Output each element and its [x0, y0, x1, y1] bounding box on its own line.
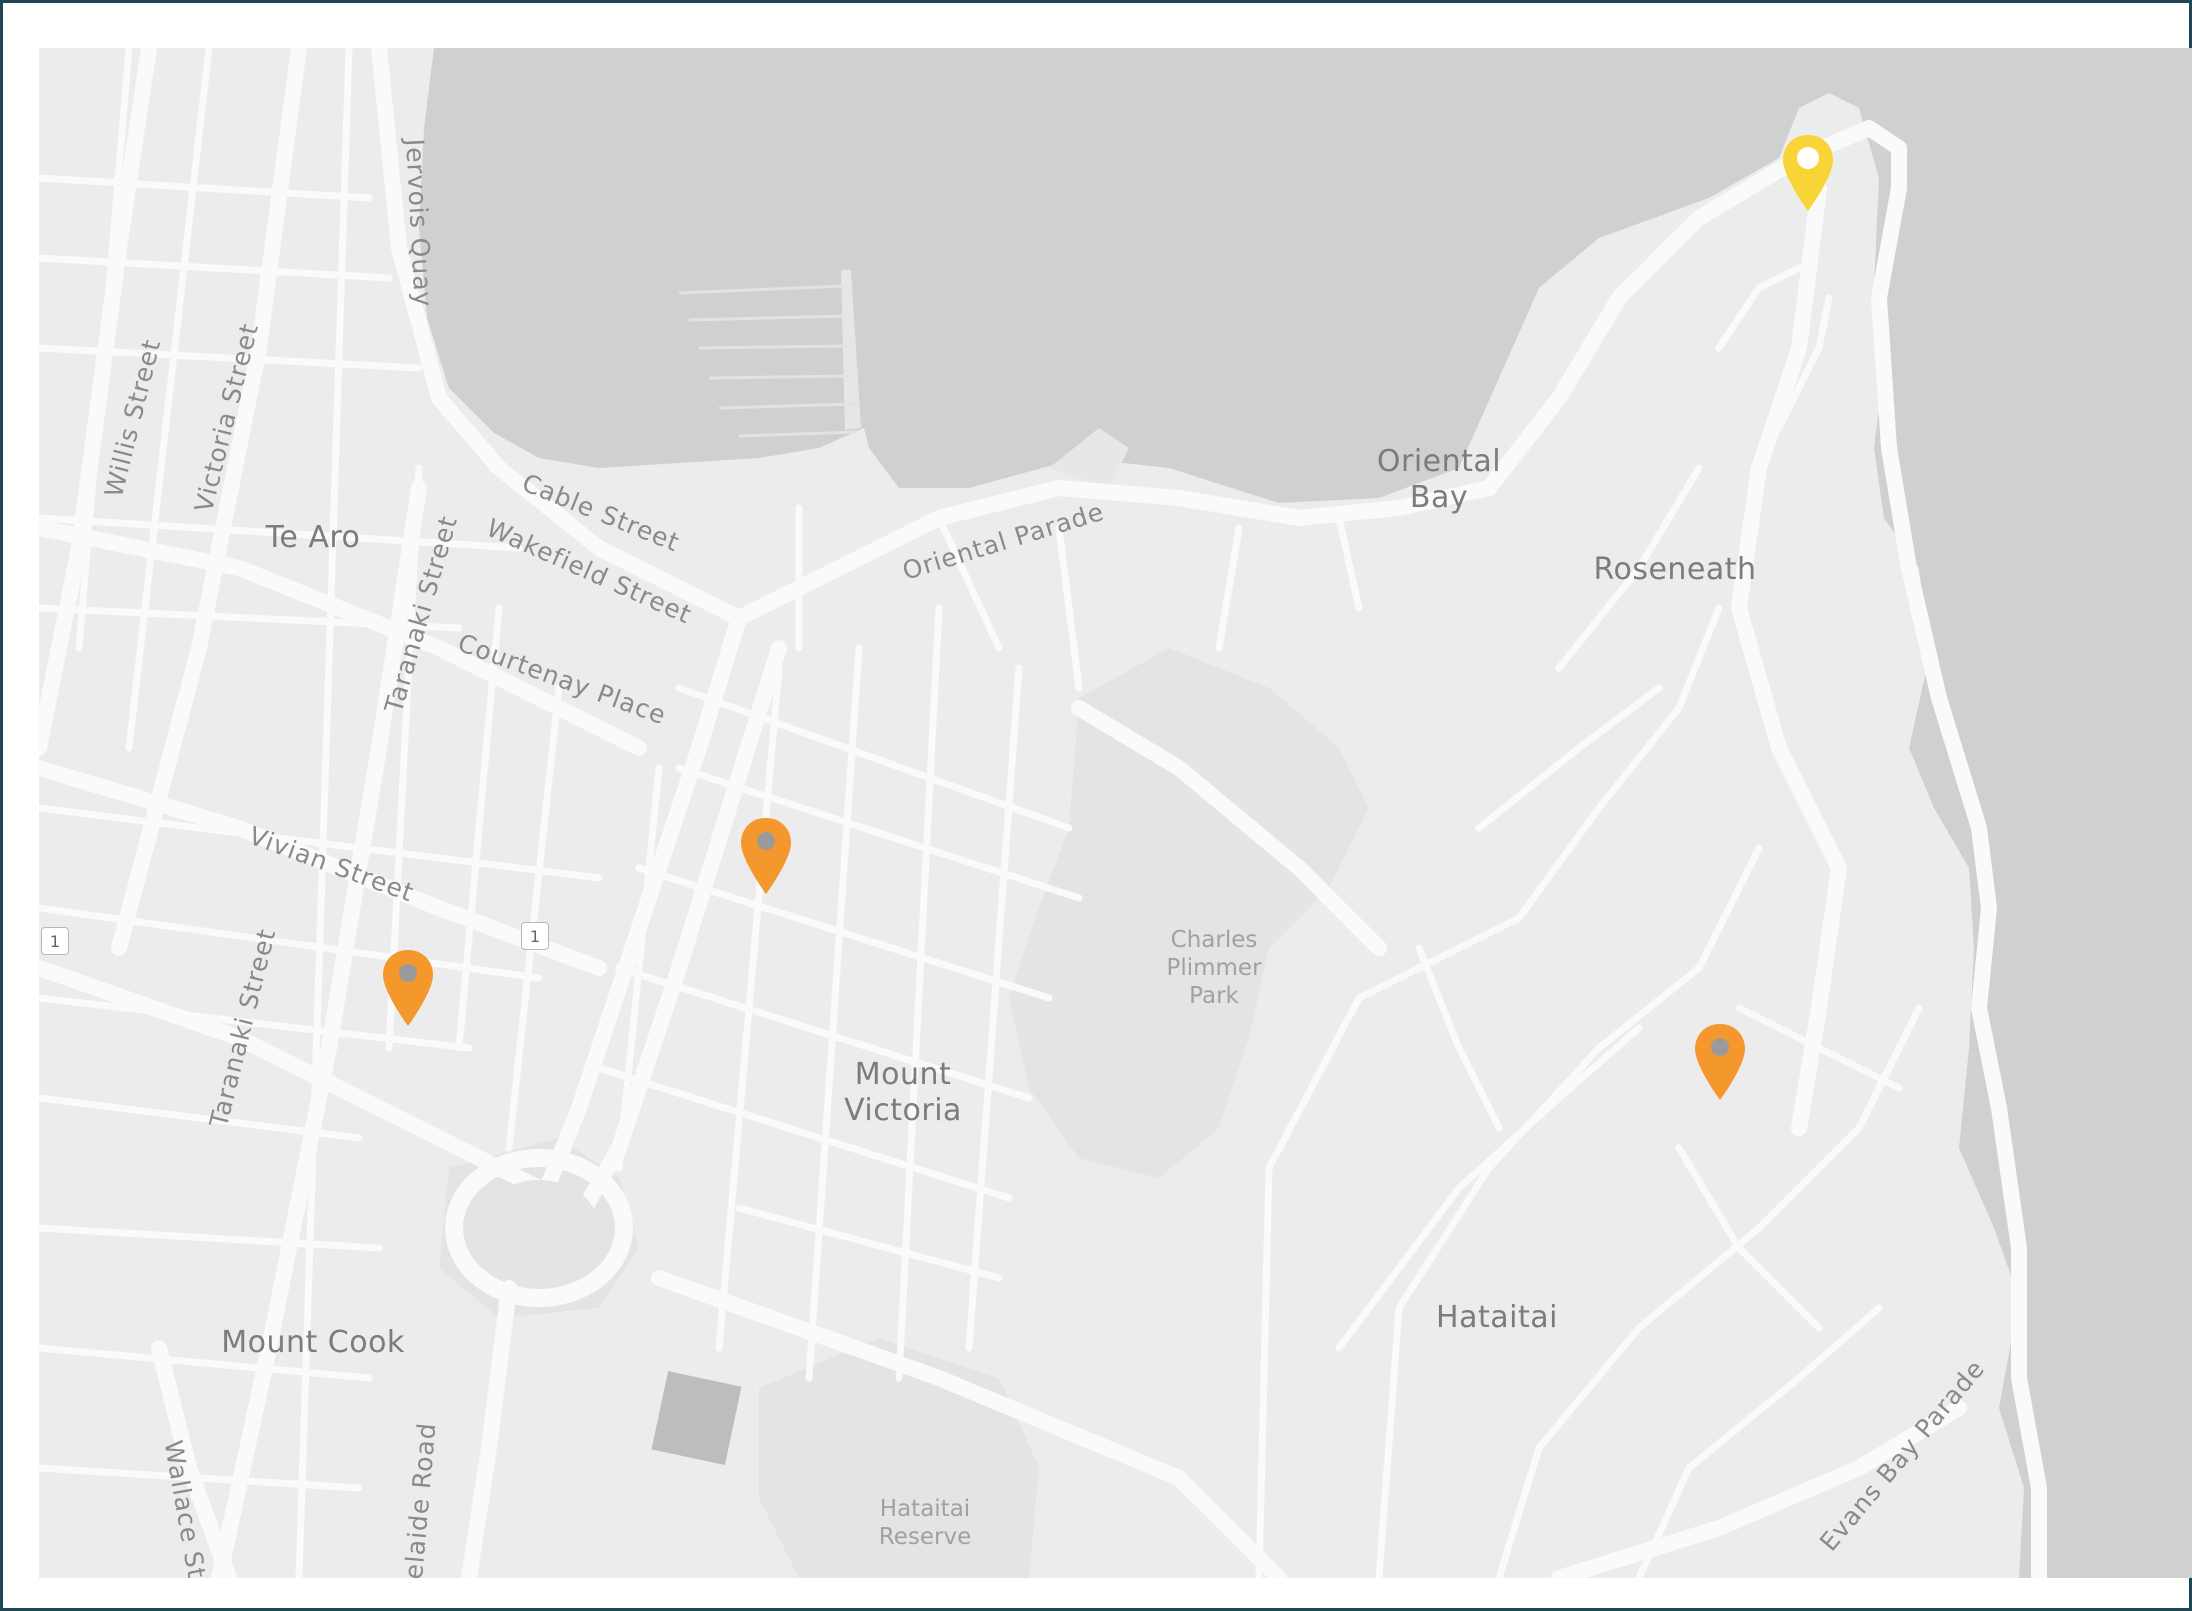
basin-reserve-ground: [479, 1180, 599, 1276]
map-pin-icon: [741, 818, 791, 894]
hataitai-road: [1071, 700, 1387, 956]
minor-roads: [39, 48, 1923, 1578]
taranaki-street-road: [211, 480, 427, 1578]
wharf: [1049, 428, 1129, 488]
cambridge-terrace-road: [571, 640, 787, 1226]
alexandra-road: [1731, 180, 1847, 1136]
major-roads: [39, 48, 2047, 1578]
map-marker-hataitai[interactable]: [1692, 1022, 1748, 1102]
wallace-street-road: [151, 1340, 237, 1578]
courtenay-place-road: [39, 520, 647, 756]
basin-reserve-roundabout: [445, 1149, 633, 1307]
jervois-quay-road: [371, 48, 747, 626]
victoria-street-road: [111, 48, 307, 956]
willis-street-road: [39, 48, 157, 756]
kent-terrace-road: [531, 610, 747, 1216]
map-pin-icon: [1695, 1024, 1745, 1100]
map-pin-icon: [1783, 135, 1833, 211]
marina-pier: [841, 270, 861, 430]
harbour-water: [419, 48, 2192, 1578]
map-view[interactable]: Te Aro Oriental Bay Roseneath Mount Vict…: [39, 48, 2192, 1578]
map-marker-mount-victoria[interactable]: [738, 816, 794, 896]
sh1-road: [39, 960, 567, 1206]
vivian-street-road: [39, 760, 607, 976]
map-pin-icon: [383, 950, 433, 1026]
map-marker-roseneath-point[interactable]: [1780, 133, 1836, 213]
sports-building: [651, 1371, 742, 1466]
map-canvas[interactable]: [39, 48, 2192, 1578]
map-marker-te-aro[interactable]: [380, 948, 436, 1028]
oriental-parade-road: [731, 120, 2047, 1578]
charles-plimmer-park-area: [1009, 648, 1369, 1178]
adelaide-road: [461, 1280, 517, 1578]
marina-berths: [678, 284, 858, 438]
ruahine-street-road: [651, 1270, 1287, 1578]
evans-bay-road: [1551, 1400, 1967, 1578]
